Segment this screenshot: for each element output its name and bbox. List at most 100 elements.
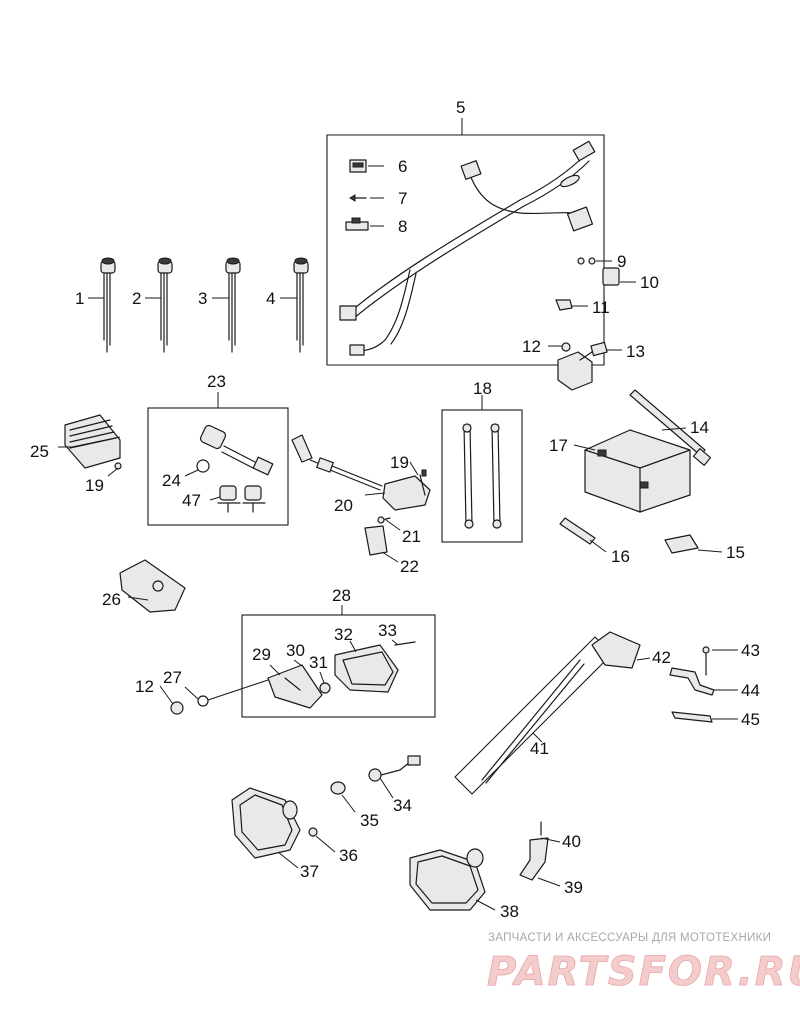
callout-32: 32 <box>334 625 353 644</box>
cover-part-26 <box>119 559 186 613</box>
switch-part-2 <box>157 257 173 353</box>
callout-9: 9 <box>617 252 626 271</box>
callout-41: 41 <box>530 739 549 758</box>
callout-11: 11 <box>592 298 610 317</box>
bulb-part-31 <box>319 682 331 694</box>
callout-25: 25 <box>30 442 49 461</box>
callout-43: 43 <box>741 641 760 660</box>
tail-lamp-part-32 <box>334 644 399 693</box>
cable-part-41 <box>481 659 585 784</box>
key-part-47 <box>217 485 266 513</box>
frame-cable-41 <box>454 636 613 795</box>
fuse-holder-part-8 <box>345 217 369 231</box>
nut-part-12-top <box>561 342 571 352</box>
callout-17: 17 <box>549 436 568 455</box>
callout-29: 29 <box>252 645 271 664</box>
switch-part-4 <box>293 257 309 353</box>
callout-13: 13 <box>626 342 645 361</box>
callout-12-bottom: 12 <box>135 677 154 696</box>
callout-12-top: 12 <box>522 337 541 356</box>
callout-38: 38 <box>500 902 519 921</box>
callout-30: 30 <box>286 641 305 660</box>
leader-lines <box>58 118 738 911</box>
socket-part-34 <box>368 755 421 782</box>
o-ring-part-24 <box>196 459 210 473</box>
bracket-part-16 <box>559 517 596 545</box>
watermark: ЗАПЧАСТИ И АКСЕССУАРЫ ДЛЯ МОТОТЕХНИКИ PA… <box>487 932 800 995</box>
callout-15: 15 <box>726 543 745 562</box>
callout-7: 7 <box>398 189 407 208</box>
callout-44: 44 <box>741 681 760 700</box>
switch-part-3 <box>225 257 241 353</box>
strap-part-14 <box>629 389 712 466</box>
callout-10: 10 <box>640 273 659 292</box>
bracket-part-29-30 <box>267 664 323 709</box>
callout-16: 16 <box>611 547 630 566</box>
relay-part-10 <box>602 267 620 286</box>
callout-3: 3 <box>198 289 207 308</box>
bracket-part-39 <box>519 837 549 881</box>
headlight-part-38 <box>409 848 486 911</box>
callout-42: 42 <box>652 648 671 667</box>
bolt-part-21 <box>377 516 391 524</box>
callout-24: 24 <box>162 471 181 490</box>
callout-5: 5 <box>456 98 465 117</box>
ignition-coil-part-19 <box>382 469 431 511</box>
washer-part-27 <box>197 679 269 707</box>
callout-33: 33 <box>378 621 397 640</box>
screw-part-33 <box>394 641 416 646</box>
callout-45: 45 <box>741 710 760 729</box>
clip-part-11 <box>555 299 573 311</box>
callout-4: 4 <box>266 289 275 308</box>
callout-35: 35 <box>360 811 379 830</box>
bracket-part-44 <box>669 667 715 696</box>
spark-cap-part-20 <box>291 434 383 491</box>
cdi-part-22 <box>364 525 388 556</box>
watermark-tagline: ЗАПЧАСТИ И АКСЕССУАРЫ ДЛЯ МОТОТЕХНИКИ <box>488 932 771 944</box>
callout-20: 20 <box>334 496 353 515</box>
bulb-part-35 <box>330 781 346 795</box>
screw-part-36 <box>308 827 318 837</box>
callout-19-right: 19 <box>390 453 409 472</box>
callout-40: 40 <box>562 832 581 851</box>
ignition-switch-part-23 <box>199 424 274 476</box>
pad-part-45 <box>671 711 713 723</box>
headlight-part-37 <box>231 787 301 859</box>
callout-39: 39 <box>564 878 583 897</box>
switch-part-1 <box>100 257 116 353</box>
frame-battery-straps <box>441 409 523 543</box>
wiring-harness-part-5 <box>339 140 596 356</box>
frame-wiring-harness <box>326 134 605 366</box>
callout-34: 34 <box>393 796 412 815</box>
battery-strap-part-18 <box>462 423 502 529</box>
callout-31: 31 <box>309 653 328 672</box>
callout-6: 6 <box>398 157 407 176</box>
screw-part-9 <box>577 257 596 265</box>
frame-tail-light <box>241 614 436 718</box>
callout-37: 37 <box>300 862 319 881</box>
callout-21: 21 <box>402 527 421 546</box>
callout-18: 18 <box>473 379 492 398</box>
watermark-logo: PARTSFOR.RU <box>487 949 800 995</box>
callout-8: 8 <box>398 217 407 236</box>
pad-part-15 <box>664 534 699 554</box>
callout-23: 23 <box>207 372 226 391</box>
callout-1: 1 <box>75 289 84 308</box>
callout-labels: 5 6 7 8 1 2 3 4 9 10 11 12 13 14 17 15 1… <box>30 98 760 921</box>
relay-part-6 <box>349 159 367 173</box>
switch-part-42 <box>591 631 641 669</box>
callout-19-left: 19 <box>85 476 104 495</box>
battery-part-17 <box>584 429 691 513</box>
bolt-part-43 <box>702 646 710 676</box>
callout-28: 28 <box>332 586 351 605</box>
callout-14: 14 <box>690 418 709 437</box>
callout-27: 27 <box>163 668 182 687</box>
callout-22: 22 <box>400 557 419 576</box>
callout-2: 2 <box>132 289 141 308</box>
callout-26: 26 <box>102 590 121 609</box>
callout-47: 47 <box>182 491 201 510</box>
regulator-part-25 <box>64 414 122 470</box>
pin-part-7 <box>349 194 367 202</box>
